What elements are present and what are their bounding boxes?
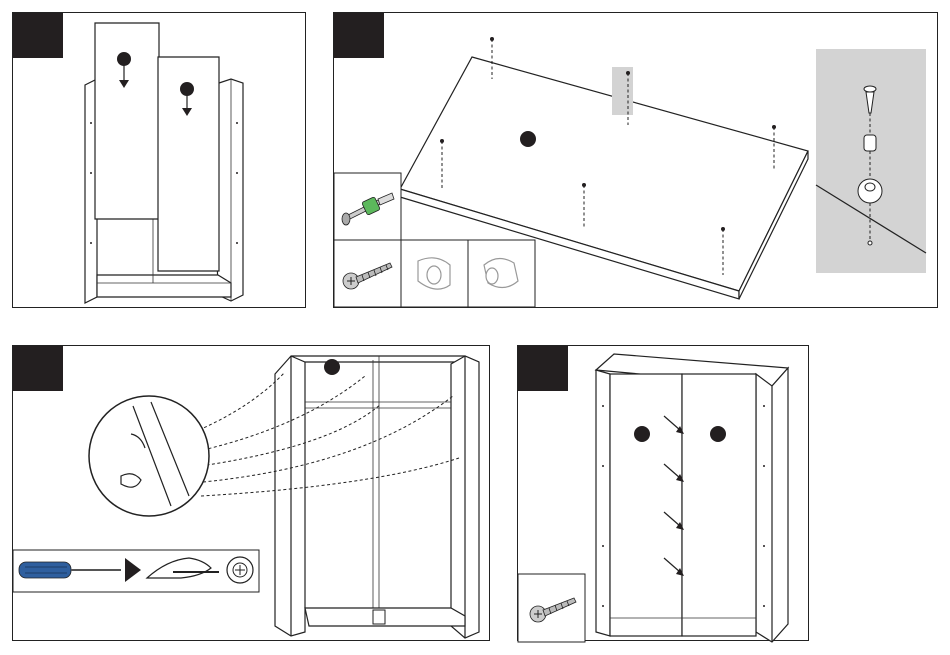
magnified-detail (89, 396, 209, 516)
panel-insertion-illustration (13, 13, 307, 309)
leader-lines (199, 372, 459, 496)
panel-top-board-illustration (334, 13, 939, 309)
step-panel-3 (12, 345, 490, 641)
marker-dot (180, 82, 194, 96)
marker-dot (520, 131, 536, 147)
step-panel-1 (12, 12, 306, 308)
back-panel-left (95, 23, 159, 219)
marker-dot (710, 426, 726, 442)
back-panel-right (682, 374, 756, 636)
cabinet-left-side (596, 370, 610, 636)
dowel-sleeve-icon (484, 258, 518, 287)
marker-dot (324, 359, 340, 375)
marker-dot (634, 426, 650, 442)
marker-dot (117, 52, 131, 66)
cabinet-left-side (275, 356, 305, 636)
panel-cabinet-back-illustration (518, 346, 810, 642)
panel-cabinet-frame-illustration (13, 346, 491, 642)
highlight-area (612, 67, 633, 115)
step-panel-4 (517, 345, 809, 641)
detail-view (816, 49, 926, 273)
back-panel-left (610, 374, 682, 636)
step-panel-2 (333, 12, 938, 308)
cam-housing-icon (418, 258, 450, 289)
rotate-lock-icon (227, 557, 253, 583)
